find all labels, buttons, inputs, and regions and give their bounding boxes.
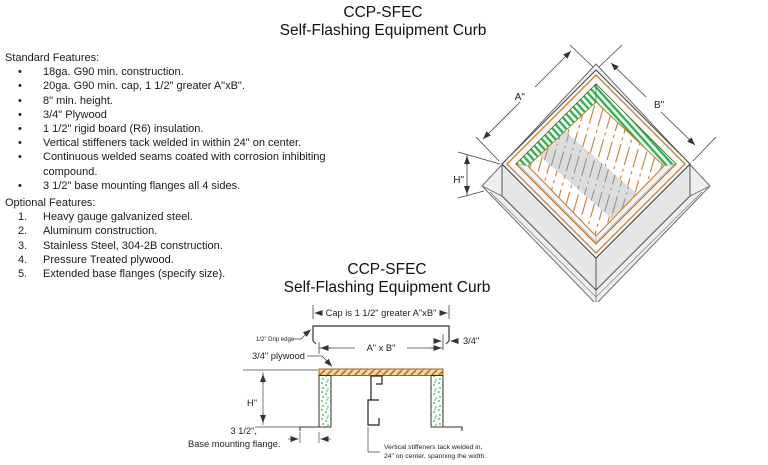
- stiffener-leader: [367, 427, 380, 453]
- cap-dimension: Cap is 1 1/2" greater A"xB": [312, 305, 450, 319]
- page-title-line1: CCP-SFEC: [343, 4, 423, 21]
- flange-dimension: 3 1/2", Base mounting flange.: [188, 426, 331, 449]
- bullet-icon: •: [18, 94, 22, 107]
- bullet-icon: •: [18, 179, 22, 192]
- feature-lists: Standard Features: •18ga. G90 min. const…: [5, 51, 352, 281]
- drip-edge-label: 1/2" Drip edge: [256, 337, 295, 343]
- optional-feature-item: 3.Stainless Steel, 304-2B construction.: [18, 239, 223, 252]
- page-title: CCP-SFEC Self-Flashing Equipment Curb: [233, 4, 533, 39]
- standard-feature-item: •Continuous welded seams coated with cor…: [18, 151, 326, 178]
- overhang-dimension-label: 3/4": [463, 336, 479, 346]
- dimension-a: A": [475, 44, 594, 162]
- curb-wall-right: [430, 375, 463, 431]
- optional-feature-item: 2.Aluminum construction.: [18, 225, 158, 238]
- vertical-stiffener: Vertical stiffeners tack welded in, 24" …: [367, 375, 486, 460]
- bullet-icon: •: [18, 66, 22, 79]
- optional-feature-item: 5.Extended base flanges (specify size).: [18, 268, 226, 281]
- plywood-deck: [318, 368, 444, 376]
- flange-label: Base mounting flange.: [188, 439, 281, 449]
- drip-edge-callout: 1/2" Drip edge: [256, 329, 312, 343]
- optional-feature-item: 1.Heavy gauge galvanized steel.: [18, 211, 193, 224]
- curb-walls: [481, 162, 711, 302]
- curb-wall-left: [299, 375, 332, 431]
- height-dimension-label: H": [247, 398, 257, 408]
- cap-dimension-label: Cap is 1 1/2" greater A"xB": [326, 308, 437, 318]
- section-title-line2: Self-Flashing Equipment Curb: [283, 278, 491, 296]
- dim-a-label: A": [515, 92, 526, 103]
- standard-feature-item: •18ga. G90 min. construction.: [18, 66, 184, 79]
- dim-h-label: H": [453, 175, 464, 186]
- standard-feature-item: •3/4" Plywood: [18, 108, 107, 121]
- inner-dimension-label: A" x B": [367, 343, 396, 353]
- overhang-dimension: 3/4": [433, 334, 479, 350]
- standard-feature-item: •Vertical stiffeners tack welded in with…: [18, 137, 302, 150]
- section-title-line1: CCP-SFEC: [347, 261, 427, 278]
- height-dimension: H": [243, 369, 318, 428]
- standard-feature-item: •1 1/2" rigid board (R6) insulation.: [18, 123, 204, 136]
- section-title: CCP-SFEC Self-Flashing Equipment Curb: [237, 261, 537, 296]
- base-flange-left: [299, 426, 319, 431]
- flange-dim-label: 3 1/2",: [230, 426, 257, 436]
- bullet-icon: •: [18, 108, 22, 121]
- bullet-icon: •: [18, 80, 22, 93]
- dimension-h: H": [453, 151, 501, 199]
- isometric-drawing: A" B" H": [453, 44, 717, 302]
- bullet-icon: •: [18, 137, 22, 150]
- stiffener-band: [533, 125, 650, 230]
- page-title-line2: Self-Flashing Equipment Curb: [279, 21, 487, 39]
- plywood-label: 3/4" plywood: [252, 351, 305, 361]
- inner-dimension: A" x B": [318, 342, 443, 354]
- cross-section-drawing: Cap is 1 1/2" greater A"xB" 1/2" Drip ed…: [188, 305, 486, 460]
- bullet-icon: •: [18, 123, 22, 136]
- stiffener-note-line2: 24" on center, spanning the width.: [384, 453, 486, 460]
- standard-feature-item: •3 1/2" base mounting flanges all 4 side…: [18, 179, 241, 192]
- stiffener-note-line1: Vertical stiffeners tack welded in,: [384, 444, 483, 451]
- dimension-b: B": [598, 44, 717, 162]
- standard-feature-item: •8" min. height.: [18, 94, 113, 107]
- plywood-callout: 3/4" plywood: [252, 351, 333, 367]
- base-flange-right: [443, 426, 463, 431]
- cap-profile: [312, 325, 450, 345]
- standard-features-heading: Standard Features:: [5, 52, 100, 64]
- bullet-icon: •: [18, 151, 22, 164]
- standard-feature-item: •20ga. G90 min. cap, 1 1/2" greater A"xB…: [18, 80, 245, 93]
- dim-b-label: B": [654, 100, 665, 111]
- optional-feature-item: 4.Pressure Treated plywood.: [18, 253, 174, 266]
- optional-features-heading: Optional Features:: [5, 197, 96, 210]
